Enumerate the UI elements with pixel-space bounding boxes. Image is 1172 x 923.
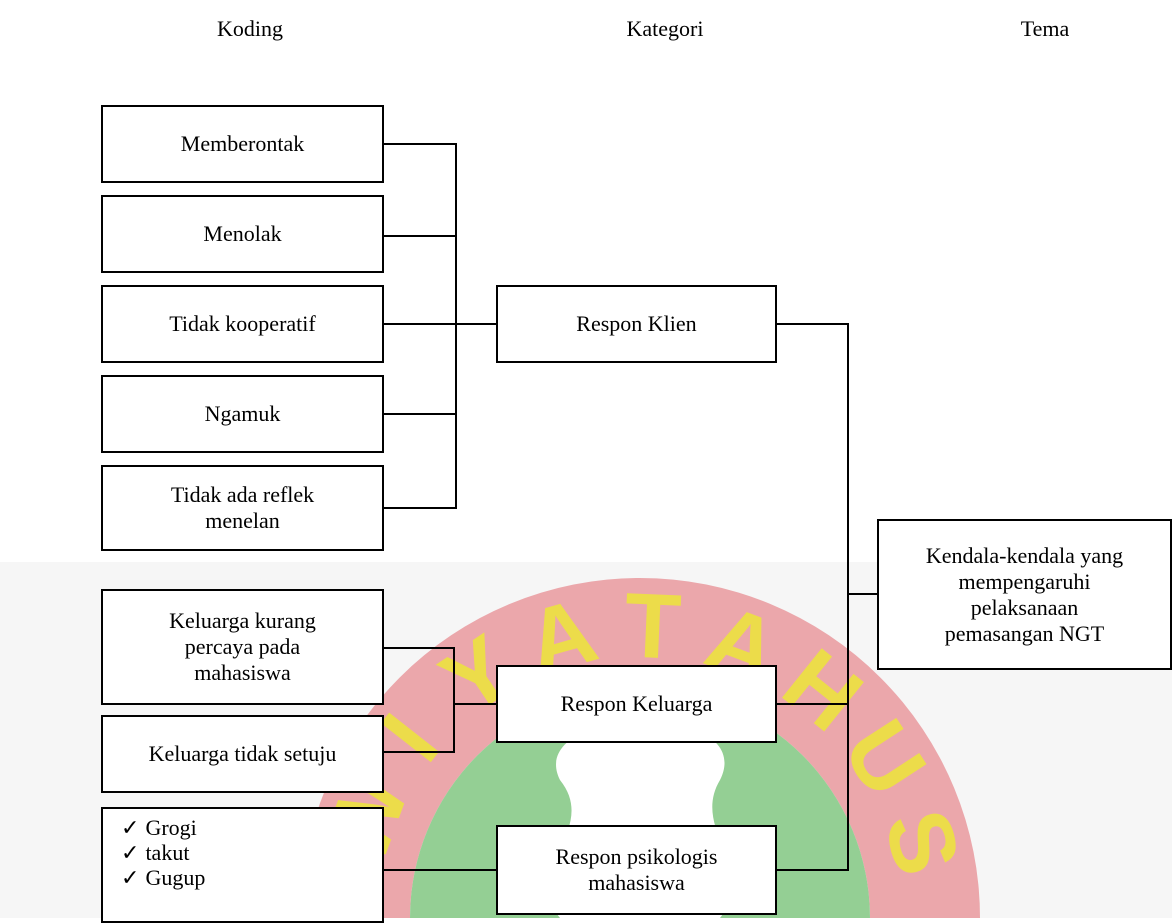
checklist-item: ✓Gugup [121, 865, 206, 890]
checklist-item: ✓takut [121, 840, 190, 865]
connector-line [777, 869, 848, 871]
column-koding: Koding [217, 16, 283, 41]
category-respon-psikologis: Respon psikologis mahasiswa [496, 825, 777, 915]
connector-line [384, 647, 454, 649]
connector-line [847, 593, 877, 595]
connector-line [455, 323, 496, 325]
checklist-item: ✓Grogi [121, 815, 197, 840]
check-icon: ✓ [121, 815, 140, 840]
category-respon-keluarga: Respon Keluarga [496, 665, 777, 743]
connector-line [384, 507, 456, 509]
connector-line [453, 703, 496, 705]
code-memberontak: Memberontak [101, 105, 384, 183]
watermark-letter: T [622, 574, 683, 678]
code-keluarga-kurang-percaya: Keluarga kurang percaya pada mahasiswa [101, 589, 384, 705]
connector-line [384, 751, 454, 753]
connector-line [384, 413, 456, 415]
column-kategori: Kategori [626, 16, 704, 41]
connector-line [384, 143, 456, 145]
connector-line [384, 323, 456, 325]
connector-bracket [453, 647, 455, 753]
theme-kendala: Kendala-kendala yang mempengaruhi pelaks… [877, 519, 1172, 670]
watermark-arc [300, 578, 980, 918]
check-icon: ✓ [121, 865, 140, 890]
code-menolak: Menolak [101, 195, 384, 273]
code-keluarga-tidak-setuju: Keluarga tidak setuju [101, 715, 384, 793]
connector-line [384, 235, 456, 237]
category-respon-klien: Respon Klien [496, 285, 777, 363]
connector-bracket [455, 143, 457, 509]
column-tema: Tema [1020, 16, 1070, 41]
connector-line [777, 703, 848, 705]
connector-line [384, 869, 496, 871]
code-ngamuk: Ngamuk [101, 375, 384, 453]
connector-bracket [847, 323, 849, 871]
code-tidak-kooperatif: Tidak kooperatif [101, 285, 384, 363]
connector-line [777, 323, 848, 325]
code-psikologis-checklist: ✓Grogi ✓takut ✓Gugup [101, 807, 384, 923]
code-tidak-ada-reflek: Tidak ada reflek menelan [101, 465, 384, 551]
check-icon: ✓ [121, 840, 140, 865]
